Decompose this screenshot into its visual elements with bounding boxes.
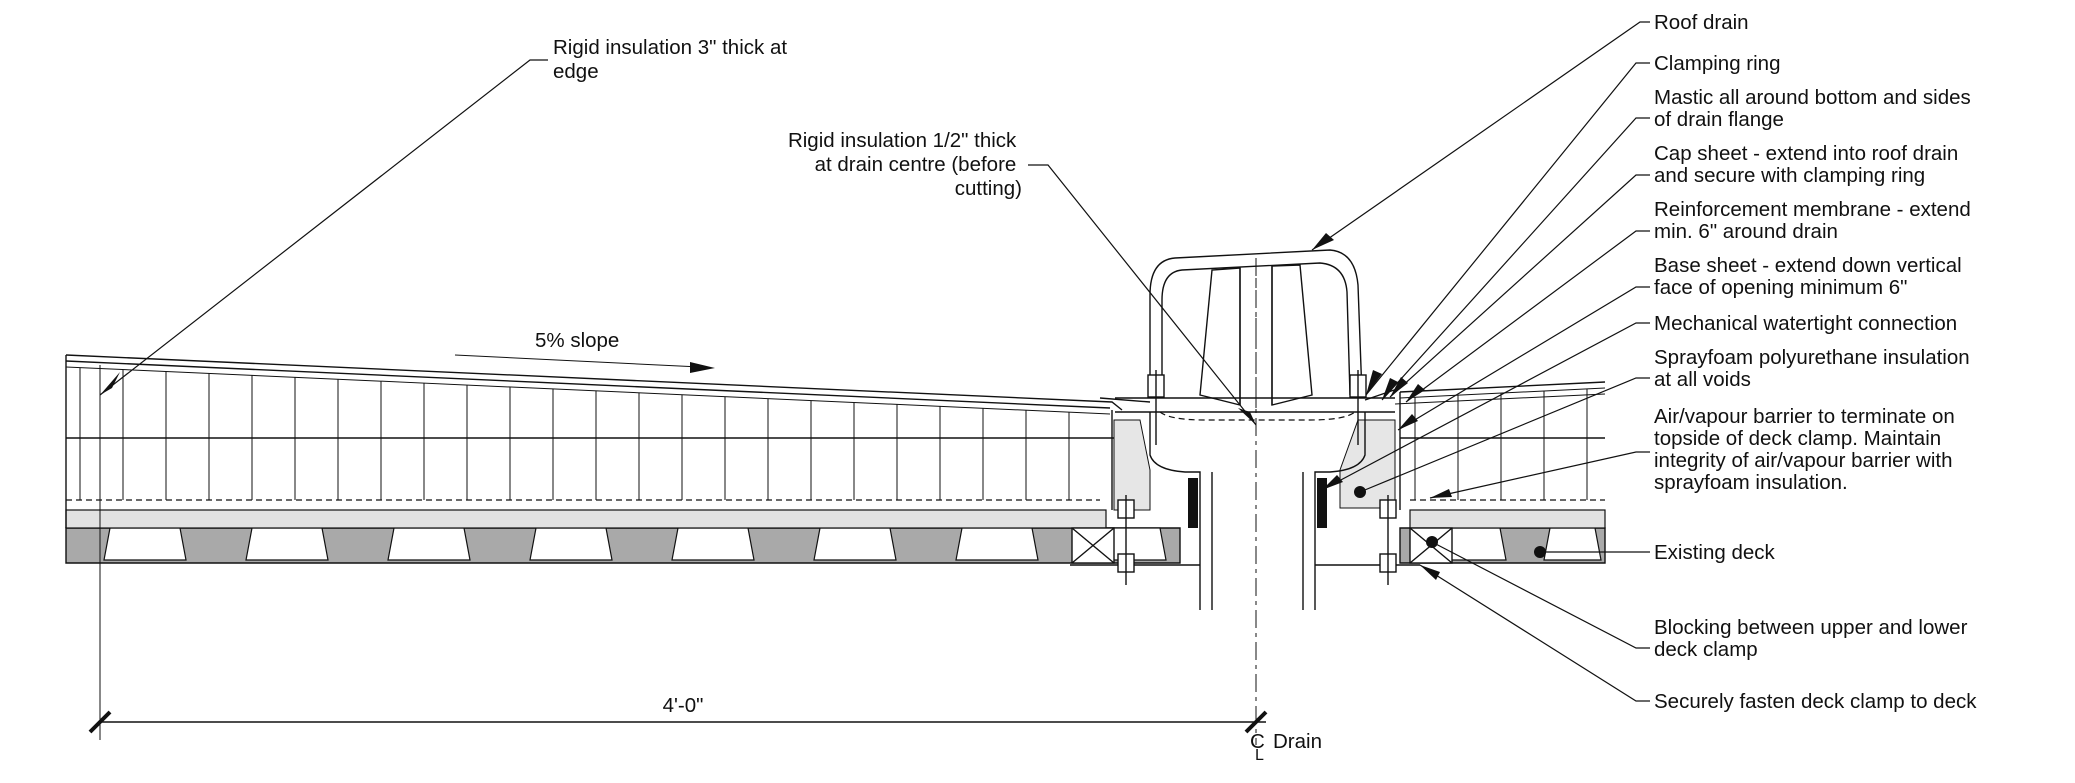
rigid-insulation-right xyxy=(1394,381,1606,510)
callout-roof-drain: Roof drain xyxy=(1654,11,1749,34)
callout-edge-insulation: Rigid insulation 3" thick at edge xyxy=(553,36,793,83)
callout-blocking: Blocking between upper and lower deck cl… xyxy=(1654,616,1973,661)
callout-clamping-ring: Clamping ring xyxy=(1654,52,1780,75)
rigid-insulation-left xyxy=(65,354,1123,528)
sprayfoam-insulation xyxy=(1113,419,1396,511)
dimension-value: 4'-0" xyxy=(663,694,704,717)
callout-mechanical-connection: Mechanical watertight connection xyxy=(1654,312,1957,335)
right-callout-leaders xyxy=(1311,21,1650,702)
callout-mastic: Mastic all around bottom and sides of dr… xyxy=(1654,86,1976,131)
callout-existing-deck: Existing deck xyxy=(1654,541,1776,564)
callout-deck-clamp: Securely fasten deck clamp to deck xyxy=(1654,690,1977,713)
centreline-symbol-c: C xyxy=(1250,730,1265,753)
dimension-line xyxy=(88,365,1268,740)
existing-metal-deck xyxy=(65,527,1606,564)
centreline-symbol-l: L xyxy=(1255,747,1264,764)
callout-reinforcement-membrane: Reinforcement membrane - extend min. 6" … xyxy=(1654,198,1976,243)
callout-cap-sheet: Cap sheet - extend into roof drain and s… xyxy=(1654,142,1964,187)
right-callout-labels: Roof drain Clamping ring Mastic all arou… xyxy=(1654,11,1977,713)
slope-label: 5% slope xyxy=(535,329,619,352)
centreline-label: Drain xyxy=(1273,730,1322,753)
callout-base-sheet: Base sheet - extend down vertical face o… xyxy=(1654,254,1967,299)
callout-sprayfoam: Sprayfoam polyurethane insulation at all… xyxy=(1654,346,1975,391)
roof-drain-body xyxy=(1070,249,1453,610)
concrete-topping xyxy=(65,499,1606,529)
callout-centre-insulation: Rigid insulation 1/2" thick at drain cen… xyxy=(788,129,1022,200)
callout-air-vapour-barrier: Air/vapour barrier to terminate on topsi… xyxy=(1654,405,1961,494)
